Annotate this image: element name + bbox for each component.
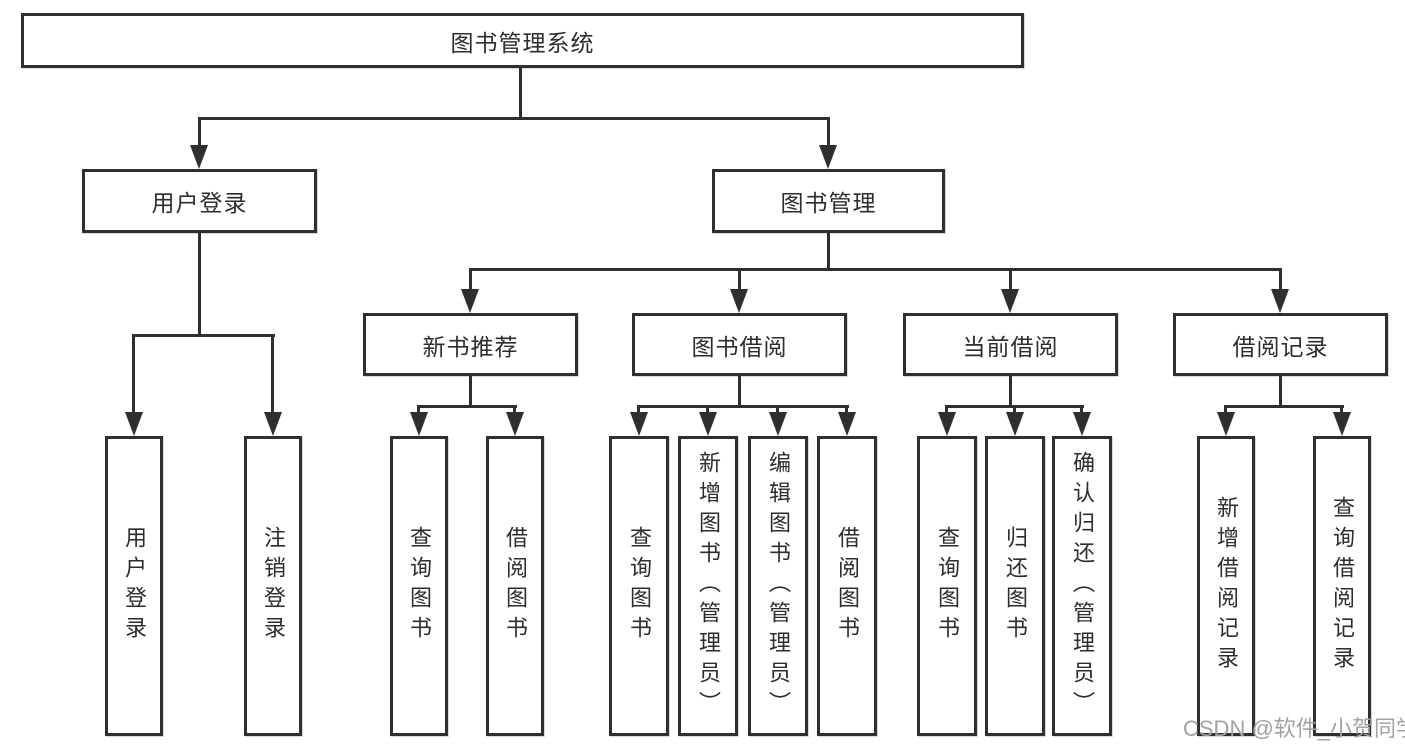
arrow-down-icon: [730, 289, 748, 313]
node-label: 查询图书: [407, 526, 432, 646]
node-label: 确认归还（管理员）: [1070, 451, 1095, 721]
connector-book-mgmt-rail: [470, 268, 1282, 271]
node-new-book-recommend: 新书推荐: [363, 313, 578, 376]
connector-stub: [132, 334, 135, 414]
node-leaf-add-book-admin: 新增图书（管理员）: [678, 436, 738, 736]
arrow-down-icon: [1271, 289, 1289, 313]
connector-book-borrow-rail: [638, 405, 849, 408]
node-user-login: 用户登录: [82, 169, 317, 233]
connector-stub: [469, 268, 472, 292]
node-label: 查询图书: [627, 526, 652, 646]
connector-stub: [513, 405, 516, 414]
arrow-down-icon: [190, 145, 208, 169]
connector-stub: [845, 405, 848, 414]
connector-stub: [738, 268, 741, 292]
arrow-down-icon: [1217, 412, 1235, 436]
connector-root-rail: [198, 117, 830, 120]
arrow-down-icon: [630, 412, 648, 436]
arrow-down-icon: [410, 412, 428, 436]
node-leaf-query-books: 查询图书: [390, 436, 448, 736]
node-label: 新增借阅记录: [1214, 496, 1239, 676]
connector-stub: [776, 405, 779, 414]
node-leaf-add-borrow-record: 新增借阅记录: [1197, 436, 1255, 736]
connector-stub: [1340, 405, 1343, 414]
node-label: 当前借阅: [962, 333, 1059, 360]
arrow-down-icon: [838, 412, 856, 436]
connector-book-borrow-stem: [738, 376, 741, 407]
node-label: 图书管理: [780, 190, 877, 216]
node-label: 借阅图书: [503, 526, 528, 646]
node-label: 借阅记录: [1232, 333, 1329, 360]
connector-stub: [1013, 405, 1016, 414]
node-label: 新书推荐: [422, 333, 519, 360]
node-label: 图书管理系统: [450, 29, 595, 56]
connector-stub: [827, 117, 830, 147]
node-leaf-borrow-books: 借阅图书: [817, 436, 877, 736]
node-label: 归还图书: [1003, 526, 1028, 646]
connector-user-login-rail: [133, 334, 275, 337]
connector-stub: [1009, 268, 1012, 292]
connector-stub: [198, 117, 201, 147]
connector-new-books-stem: [469, 376, 472, 407]
node-leaf-confirm-return-admin: 确认归还（管理员）: [1052, 436, 1112, 736]
connector-borrow-records-stem: [1279, 376, 1282, 407]
node-label: 编辑图书（管理员）: [766, 451, 791, 721]
connector-stub: [1279, 268, 1282, 292]
node-leaf-user-login: 用户登录: [105, 436, 163, 736]
arrow-down-icon: [125, 412, 143, 436]
node-root-library-system: 图书管理系统: [21, 13, 1024, 68]
connector-new-books-rail: [418, 405, 517, 408]
arrow-down-icon: [506, 412, 524, 436]
arrow-down-icon: [1006, 412, 1024, 436]
node-book-management: 图书管理: [712, 169, 945, 233]
connector-book-mgmt-stem: [827, 233, 830, 270]
node-leaf-query-borrow-record: 查询借阅记录: [1313, 436, 1371, 736]
node-leaf-query-books: 查询图书: [917, 436, 977, 736]
node-book-borrow: 图书借阅: [632, 313, 847, 376]
node-label: 新增图书（管理员）: [696, 451, 721, 721]
node-label: 用户登录: [122, 526, 147, 646]
node-borrow-records: 借阅记录: [1173, 313, 1388, 376]
connector-stub: [1080, 405, 1083, 414]
arrow-down-icon: [264, 412, 282, 436]
connector-stub: [637, 405, 640, 414]
node-leaf-return-books: 归还图书: [985, 436, 1045, 736]
node-current-borrow: 当前借阅: [903, 313, 1118, 376]
connector-stub: [417, 405, 420, 414]
connector-current-borrow-stem: [1009, 376, 1012, 407]
connector-user-login-stem: [198, 233, 201, 336]
node-leaf-query-books: 查询图书: [609, 436, 669, 736]
arrow-down-icon: [461, 289, 479, 313]
connector-stub: [1224, 405, 1227, 414]
arrow-down-icon: [819, 145, 837, 169]
arrow-down-icon: [769, 412, 787, 436]
connector-stub: [706, 405, 709, 414]
node-leaf-borrow-books: 借阅图书: [486, 436, 544, 736]
arrow-down-icon: [1333, 412, 1351, 436]
node-leaf-edit-book-admin: 编辑图书（管理员）: [748, 436, 808, 736]
connector-stub: [945, 405, 948, 414]
node-leaf-logout: 注销登录: [244, 436, 302, 736]
node-label: 查询图书: [935, 526, 960, 646]
arrow-down-icon: [1001, 289, 1019, 313]
node-label: 借阅图书: [835, 526, 860, 646]
arrow-down-icon: [699, 412, 717, 436]
csdn-watermark: CSDN @软件_小贺同学: [1183, 716, 1405, 741]
arrow-down-icon: [1073, 412, 1091, 436]
node-label: 图书借阅: [691, 333, 788, 360]
arrow-down-icon: [938, 412, 956, 436]
connector-root-stem: [519, 68, 522, 119]
node-label: 注销登录: [261, 526, 286, 646]
node-label: 查询借阅记录: [1330, 496, 1355, 676]
node-label: 用户登录: [151, 190, 248, 216]
connector-borrow-records-rail: [1225, 405, 1344, 408]
connector-stub: [271, 334, 274, 414]
